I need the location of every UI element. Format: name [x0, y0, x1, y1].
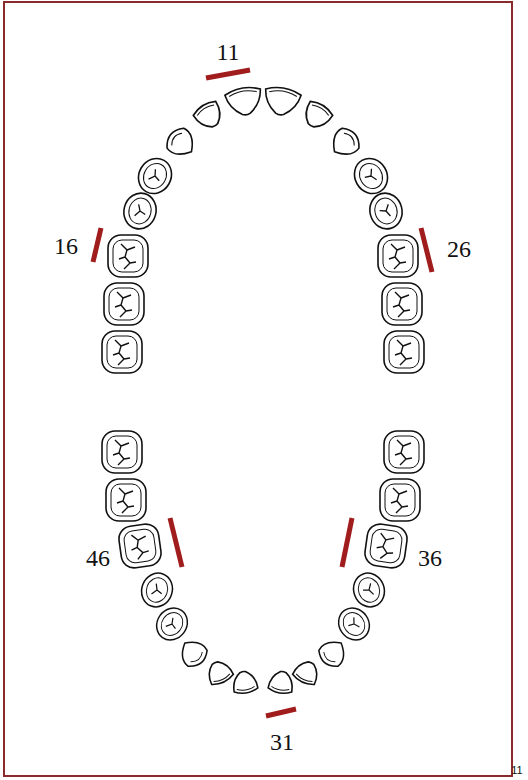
tooth-number: 36	[418, 546, 442, 570]
tooth-number: 46	[86, 546, 110, 570]
tooth-number: 31	[270, 730, 294, 754]
tooth-number: 26	[447, 237, 471, 261]
tooth-number: 16	[54, 234, 78, 258]
tooth-number: 11	[216, 40, 239, 64]
footnote-number: 11	[511, 765, 522, 776]
